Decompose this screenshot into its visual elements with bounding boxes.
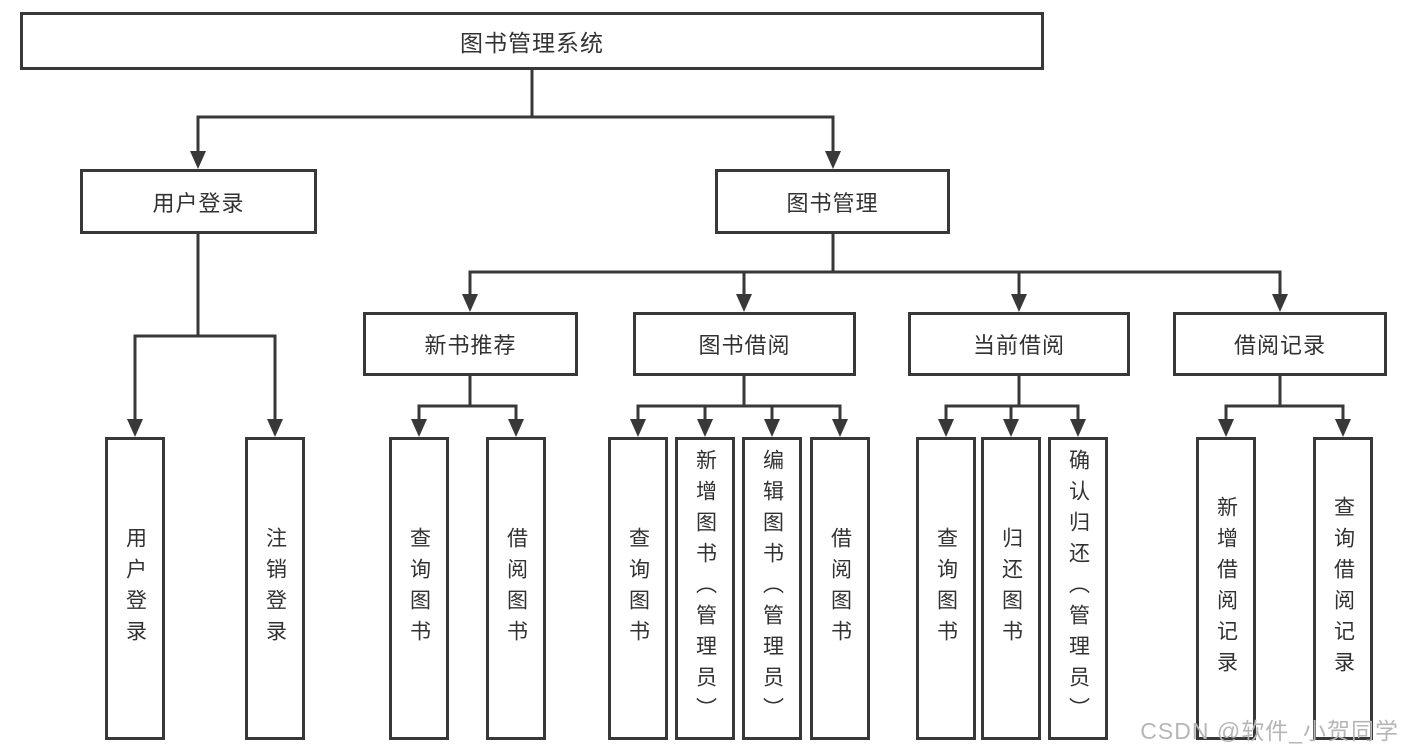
arrowheads (127, 151, 1351, 437)
node-book-borrowing-label: 图书借阅 (698, 333, 791, 358)
leaf-query-borrow-record: 查询借阅记录 (1313, 437, 1373, 740)
node-root-system: 图书管理系统 (20, 12, 1044, 70)
leaf-borrow-books-recommend: 借阅图书 (486, 437, 546, 740)
leaf-add-books-admin: 新增图书（管理员） (675, 437, 735, 740)
leaf-logout: 注销登录 (245, 437, 305, 740)
leaf-return-books: 归还图书 (981, 437, 1041, 740)
node-book-management-module: 图书管理 (715, 169, 950, 234)
node-book-borrowing: 图书借阅 (633, 312, 856, 376)
leaf-confirm-return-admin: 确认归还（管理员） (1048, 437, 1108, 740)
leaf-edit-books-admin-label: 编辑图书（管理员） (760, 449, 784, 728)
node-root-system-label: 图书管理系统 (460, 30, 604, 56)
leaf-query-books-current: 查询图书 (916, 437, 976, 740)
node-user-login-module: 用户登录 (80, 169, 317, 234)
leaf-query-books-current-label: 查询图书 (934, 526, 958, 651)
node-borrowing-records: 借阅记录 (1173, 312, 1387, 376)
node-borrowing-records-label: 借阅记录 (1233, 333, 1326, 358)
leaf-borrow-books-recommend-label: 借阅图书 (504, 526, 528, 651)
leaf-confirm-return-admin-label: 确认归还（管理员） (1066, 449, 1090, 728)
leaf-query-borrow-record-label: 查询借阅记录 (1331, 495, 1355, 682)
leaf-user-login-label: 用户登录 (123, 526, 147, 651)
leaf-add-borrow-record: 新增借阅记录 (1196, 437, 1256, 740)
leaf-add-borrow-record-label: 新增借阅记录 (1214, 495, 1238, 682)
leaf-borrow-books-label: 借阅图书 (828, 526, 852, 651)
node-book-management-module-label: 图书管理 (786, 190, 879, 216)
leaf-logout-label: 注销登录 (263, 526, 287, 651)
node-current-borrowing-label: 当前借阅 (972, 333, 1065, 358)
node-new-book-recommend-label: 新书推荐 (424, 333, 517, 358)
leaf-user-login: 用户登录 (105, 437, 165, 740)
leaf-query-books-recommend: 查询图书 (389, 437, 449, 740)
leaf-borrow-books: 借阅图书 (810, 437, 870, 740)
leaf-edit-books-admin: 编辑图书（管理员） (742, 437, 802, 740)
leaf-query-books-borrowing: 查询图书 (608, 437, 668, 740)
leaf-query-books-recommend-label: 查询图书 (407, 526, 431, 651)
leaf-return-books-label: 归还图书 (999, 526, 1023, 651)
node-new-book-recommend: 新书推荐 (363, 312, 578, 376)
leaf-add-books-admin-label: 新增图书（管理员） (693, 449, 717, 728)
leaf-query-books-borrowing-label: 查询图书 (626, 526, 650, 651)
connector-paths (133, 68, 1345, 423)
csdn-watermark: CSDN @软件_小贺同学 (1140, 718, 1399, 744)
node-user-login-module-label: 用户登录 (152, 190, 245, 216)
node-current-borrowing: 当前借阅 (908, 312, 1130, 376)
